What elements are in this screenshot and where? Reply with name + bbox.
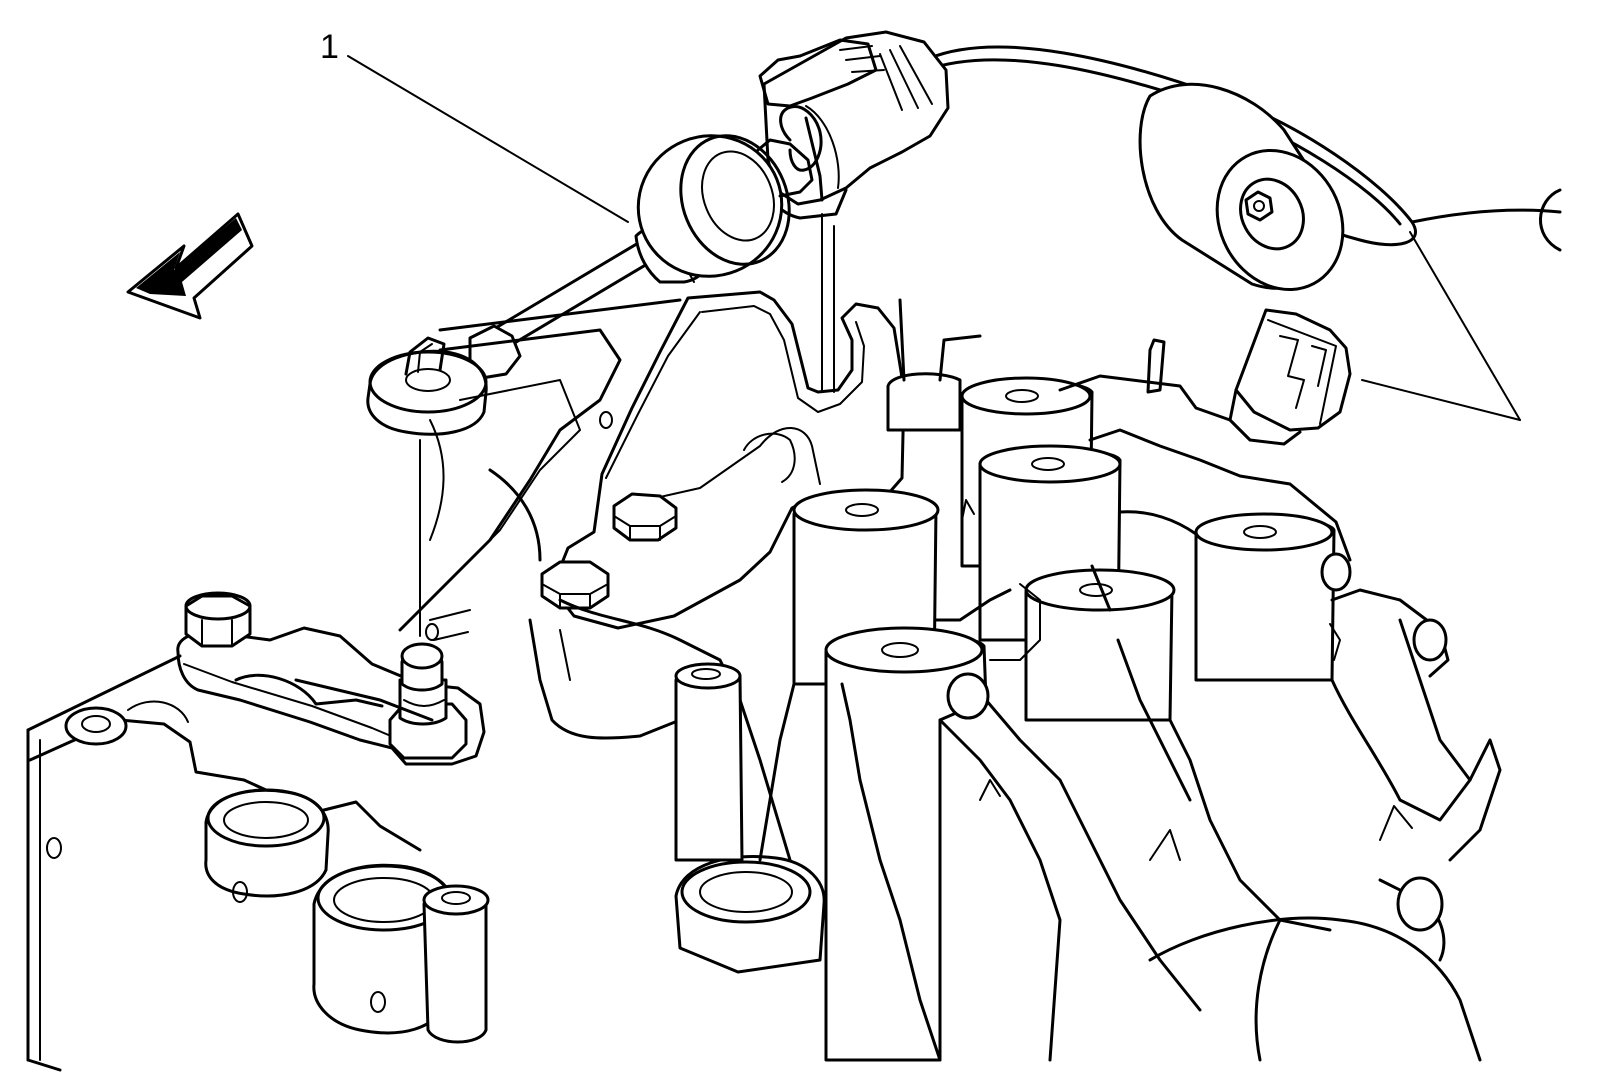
- shift-cable: [470, 134, 814, 362]
- electrical-connector: [1146, 308, 1352, 446]
- callout-label: 1: [320, 28, 339, 66]
- case-boss-post: [422, 884, 490, 1044]
- valve-body-bosses: [674, 372, 1336, 1062]
- case-holes: [46, 411, 613, 1013]
- bracket-bolt-upper: [612, 492, 678, 542]
- transmission-case: [26, 298, 792, 1072]
- harness-grommet: [1138, 82, 1345, 292]
- lever-ball-stud: [388, 642, 468, 760]
- case-bore-left: [204, 788, 330, 898]
- case-bore-right: [674, 855, 826, 974]
- cable-mounting-bracket: [550, 225, 906, 630]
- callout-1: 1: [320, 28, 629, 223]
- callout-leader-line: [347, 55, 629, 223]
- front-direction-arrow-icon: [126, 212, 254, 320]
- valve-body-ribs: [758, 298, 1502, 1062]
- cable-eyelet-end: [366, 324, 522, 637]
- bracket-bolt-lower: [540, 560, 610, 610]
